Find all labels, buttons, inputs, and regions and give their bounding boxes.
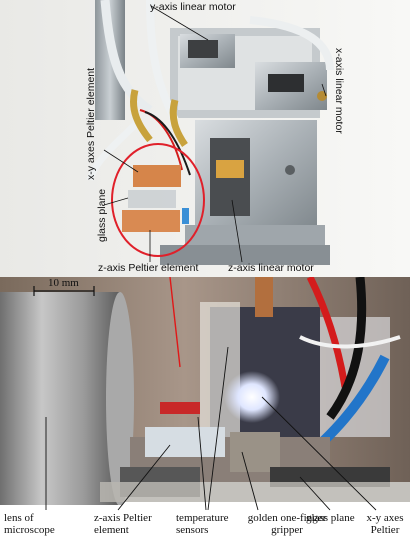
label-temperature-sensors: temperature sensors bbox=[176, 512, 229, 536]
caption-strip bbox=[0, 505, 410, 550]
label-z-axis-peltier-element: z-axis Peltier element bbox=[98, 262, 199, 274]
coolant-tube bbox=[100, 0, 153, 114]
scale-bar-label: 10 mm bbox=[48, 277, 79, 289]
label-xy-axes-peltier-bottom: x-y axes Peltier bbox=[366, 512, 404, 536]
label-golden-one-finger-gripper: golden one-finger gripper bbox=[247, 512, 327, 536]
glass-plane-sample bbox=[145, 427, 225, 457]
temperature-sensor-red bbox=[160, 402, 200, 414]
label-xy-axes-peltier-element: x-y axes Peltier element bbox=[85, 67, 97, 180]
label-glass-plane-bottom: glass plane bbox=[306, 512, 355, 524]
label-glass-plane-top: glass plane bbox=[96, 188, 108, 242]
label-z-axis-linear-motor: z-axis linear motor bbox=[228, 262, 314, 274]
golden-arm bbox=[130, 89, 153, 143]
z-peltier-block bbox=[122, 210, 180, 232]
microscope-lens bbox=[0, 292, 120, 507]
xy-peltier-block bbox=[133, 165, 181, 187]
highlight-circle bbox=[111, 143, 205, 257]
red-cable bbox=[306, 277, 349, 388]
label-x-axis-linear-motor: x-axis linear motor bbox=[333, 48, 345, 134]
label-y-axis-linear-motor: y-axis linear motor bbox=[150, 1, 236, 13]
golden-gripper-area bbox=[230, 432, 280, 472]
bottom-photo-microscope-view: 10 mm lens of microscope z-axis Peltier … bbox=[0, 277, 410, 550]
glass-plane-part bbox=[128, 190, 176, 208]
red-pointer-line bbox=[169, 277, 181, 368]
light-glow bbox=[224, 371, 280, 423]
top-photo-apparatus: y-axis linear motor x-axis linear motor … bbox=[0, 0, 410, 277]
label-z-axis-peltier-element-bottom: z-axis Peltier element bbox=[94, 512, 152, 536]
label-lens-of-microscope: lens of microscope bbox=[4, 512, 55, 536]
top-photo-illustration bbox=[0, 0, 410, 277]
black-cable bbox=[326, 277, 367, 420]
bottom-photo-illustration bbox=[0, 277, 410, 550]
pointer-overlay bbox=[169, 277, 181, 368]
